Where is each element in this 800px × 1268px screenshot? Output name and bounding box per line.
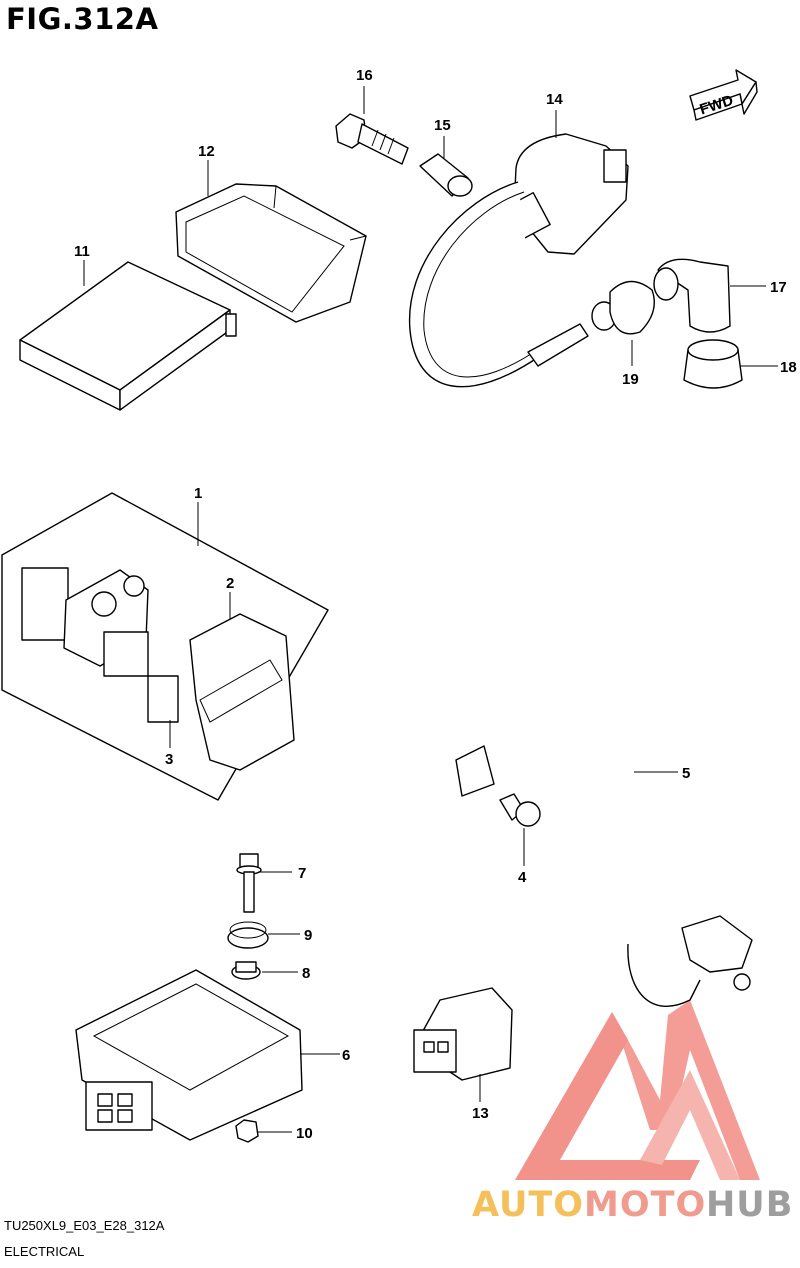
part-10-nut: [235, 1119, 259, 1143]
callout-12: 12: [198, 143, 215, 160]
callout-2: 2: [226, 575, 234, 592]
part-9-grommet: [227, 921, 269, 949]
figure-category: ELECTRICAL: [4, 1244, 85, 1259]
callout-15: 15: [434, 117, 451, 134]
part-4-screw: [499, 793, 541, 827]
callout-11: 11: [74, 243, 90, 260]
callout-13: 13: [472, 1105, 489, 1122]
callout-18: 18: [780, 359, 797, 376]
callout-5: 5: [682, 765, 690, 782]
part-5-harness: [412, 593, 753, 1007]
part-11-ecm: [19, 261, 237, 411]
callout-4: 4: [518, 869, 527, 886]
callout-8: 8: [302, 965, 310, 982]
part-12-cover: [175, 183, 367, 323]
part-8-collar: [231, 961, 261, 980]
part-13-connector: [413, 987, 513, 1081]
part-16-bolt: [335, 113, 409, 165]
callout-3: 3: [165, 751, 173, 768]
callout-10: 10: [296, 1125, 313, 1142]
part-19-seal: [591, 280, 655, 335]
watermark-hub: HUB: [706, 1185, 793, 1225]
callout-7: 7: [298, 865, 306, 882]
callout-9: 9: [304, 927, 312, 944]
callout-numbers: 16 15 14 12 11 17 18 19 1 2 3 5 4 7 9 8 …: [74, 67, 797, 1142]
part-15-collar: [419, 153, 473, 197]
callout-1: 1: [194, 485, 202, 502]
watermark-logo: [515, 1000, 760, 1180]
figure-title: FIG.312A: [6, 2, 159, 36]
callout-14: 14: [546, 91, 563, 108]
part-18-boot: [683, 339, 743, 389]
watermark-text: AUTO MOTO HUB: [472, 1185, 793, 1225]
watermark-moto: MOTO: [584, 1185, 706, 1225]
part-14-ignition-coil: [408, 133, 629, 388]
callout-17: 17: [770, 279, 787, 296]
part-2-fuse-cover: [189, 613, 295, 771]
part-7-bolt: [236, 853, 262, 913]
part-17-plug-cap: [653, 258, 731, 333]
part-6-regulator: [75, 969, 303, 1141]
watermark-auto: AUTO: [472, 1185, 584, 1225]
fwd-arrow: FWD: [689, 69, 758, 121]
callout-19: 19: [622, 371, 639, 388]
leader-lines: [83, 86, 778, 1133]
callout-16: 16: [356, 67, 373, 84]
callout-6: 6: [342, 1047, 350, 1064]
figure-code: TU250XL9_E03_E28_312A: [4, 1218, 165, 1233]
